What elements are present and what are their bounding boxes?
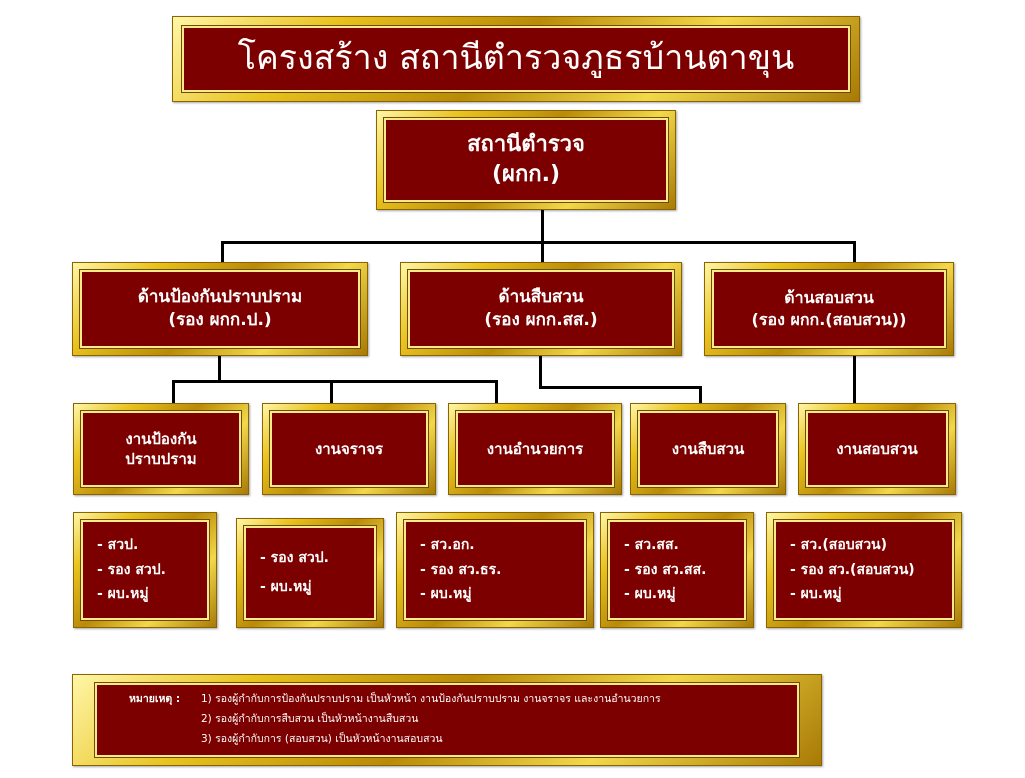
note-label-spacer [129, 710, 201, 730]
note-banner: หมายเหตุ : 1) รองผู้กำกับการป้องกันปราบป… [72, 674, 822, 766]
unit-box-administration: งานอำนวยการ [448, 403, 622, 495]
staff-panel: - สวป. - รอง สวป. - ผบ.หมู่ [80, 519, 210, 621]
note-item: 2) รองผู้กำกับการสืบสวน เป็นหัวหน้างานสื… [201, 713, 419, 726]
unit-line1: งานจราจร [314, 439, 384, 458]
connector-unit3-up [495, 380, 498, 406]
staff-box-prevention: - สวป. - รอง สวป. - ผบ.หมู่ [73, 512, 217, 628]
connector-unit2-up [330, 380, 333, 406]
division-line2: (รอง ผกก.ป.) [168, 310, 272, 330]
note-label: หมายเหตุ : [129, 693, 181, 706]
connector-top-down [541, 210, 544, 244]
staff-item: - ผบ.หมู่ [420, 586, 472, 603]
division-line1: ด้านสอบสวน [784, 288, 874, 308]
connector-div1-up [221, 241, 224, 263]
staff-box-traffic: - รอง สวป. - ผบ.หมู่ [236, 518, 384, 628]
staff-item: - รอง สวป. [260, 549, 329, 566]
staff-item: - สวป. [97, 537, 139, 554]
division-box-inquiry: ด้านสอบสวน (รอง ผกก.(สอบสวน)) [704, 262, 954, 356]
staff-item: - ผบ.หมู่ [790, 586, 842, 603]
unit-panel: งานป้องกัน ปราบปราม [80, 410, 242, 488]
staff-box-inquiry: - สว.(สอบสวน) - รอง สว.(สอบสวน) - ผบ.หมู… [766, 512, 962, 628]
station-box: สถานีตำรวจ (ผกก.) [376, 110, 676, 210]
connector-div2-bar [539, 386, 702, 389]
page-title: โครงสร้าง สถานีตำรวจภูธรบ้านตาขุน [237, 38, 795, 79]
division-box-investigation: ด้านสืบสวน (รอง ผกก.สส.) [400, 262, 682, 356]
staff-item: - รอง สว.สส. [624, 561, 707, 578]
connector-top-bar [221, 241, 856, 244]
staff-box-administration: - สว.อก. - รอง สว.ธร. - ผบ.หมู่ [396, 512, 594, 628]
note-row: หมายเหตุ : 1) รองผู้กำกับการป้องกันปราบป… [129, 690, 661, 710]
staff-box-investigation: - สว.สส. - รอง สว.สส. - ผบ.หมู่ [600, 512, 754, 628]
connector-div3-down [853, 356, 856, 406]
title-panel: โครงสร้าง สถานีตำรวจภูธรบ้านตาขุน [181, 25, 851, 93]
connector-div3-up [853, 241, 856, 263]
staff-item: - ผบ.หมู่ [260, 579, 312, 595]
note-item: 1) รองผู้กำกับการป้องกันปราบปราม เป็นหัว… [201, 693, 661, 706]
unit-box-traffic: งานจราจร [262, 403, 436, 495]
connector-unit4-up [699, 386, 702, 406]
unit-line1: งานสืบสวน [671, 439, 745, 458]
unit-box-inquiry: งานสอบสวน [798, 403, 956, 495]
station-panel: สถานีตำรวจ (ผกก.) [383, 117, 669, 203]
note-panel: หมายเหตุ : 1) รองผู้กำกับการป้องกันปราบป… [94, 682, 800, 758]
unit-panel: งานสืบสวน [637, 410, 779, 488]
connector-div1-bar [172, 380, 498, 383]
connector-div2-down [539, 356, 542, 388]
division-panel-prevention: ด้านป้องกันปราบปราม (รอง ผกก.ป.) [79, 269, 361, 349]
note-row: 2) รองผู้กำกับการสืบสวน เป็นหัวหน้างานสื… [129, 710, 418, 730]
staff-item: - สว.อก. [420, 537, 475, 554]
staff-item: - รอง สว.(สอบสวน) [790, 561, 915, 578]
staff-item: - ผบ.หมู่ [97, 586, 149, 603]
staff-panel: - สว.สส. - รอง สว.สส. - ผบ.หมู่ [607, 519, 747, 621]
station-line2: (ผกก.) [492, 162, 560, 187]
division-line1: ด้านป้องกันปราบปราม [137, 287, 303, 308]
station-line1: สถานีตำรวจ [467, 132, 585, 158]
connector-div2-up [541, 241, 544, 263]
unit-box-investigation: งานสืบสวน [630, 403, 786, 495]
title-banner: โครงสร้าง สถานีตำรวจภูธรบ้านตาขุน [172, 16, 860, 102]
division-line2: (รอง ผกก.สส.) [484, 310, 598, 330]
unit-line1: งานสอบสวน [836, 439, 918, 458]
connector-div1-down [218, 356, 221, 382]
staff-panel: - รอง สวป. - ผบ.หมู่ [243, 525, 377, 621]
unit-line1: งานอำนวยการ [486, 439, 584, 458]
unit-line1: งานป้องกัน [125, 429, 197, 448]
note-item: 3) รองผู้กำกับการ (สอบสวน) เป็นหัวหน้างา… [201, 732, 443, 745]
staff-item: - ผบ.หมู่ [624, 586, 676, 603]
unit-panel: งานสอบสวน [805, 410, 949, 488]
division-panel-inquiry: ด้านสอบสวน (รอง ผกก.(สอบสวน)) [711, 269, 947, 349]
note-row: 3) รองผู้กำกับการ (สอบสวน) เป็นหัวหน้างา… [129, 730, 443, 750]
unit-box-prevention: งานป้องกัน ปราบปราม [73, 403, 249, 495]
unit-panel: งานอำนวยการ [455, 410, 615, 488]
staff-panel: - สว.(สอบสวน) - รอง สว.(สอบสวน) - ผบ.หมู… [773, 519, 955, 621]
division-panel-investigation: ด้านสืบสวน (รอง ผกก.สส.) [407, 269, 675, 349]
staff-item: - สว.สส. [624, 537, 679, 554]
unit-line2: ปราบปราม [125, 450, 197, 468]
staff-item: - รอง สว.ธร. [420, 561, 502, 578]
staff-item: - รอง สวป. [97, 561, 166, 578]
division-box-prevention: ด้านป้องกันปราบปราม (รอง ผกก.ป.) [72, 262, 368, 356]
unit-panel: งานจราจร [269, 410, 429, 488]
division-line2: (รอง ผกก.(สอบสวน)) [751, 310, 907, 329]
connector-unit1-up [172, 380, 175, 406]
note-label-spacer [129, 730, 201, 750]
staff-item: - สว.(สอบสวน) [790, 537, 888, 554]
staff-panel: - สว.อก. - รอง สว.ธร. - ผบ.หมู่ [403, 519, 587, 621]
division-line1: ด้านสืบสวน [498, 287, 584, 308]
